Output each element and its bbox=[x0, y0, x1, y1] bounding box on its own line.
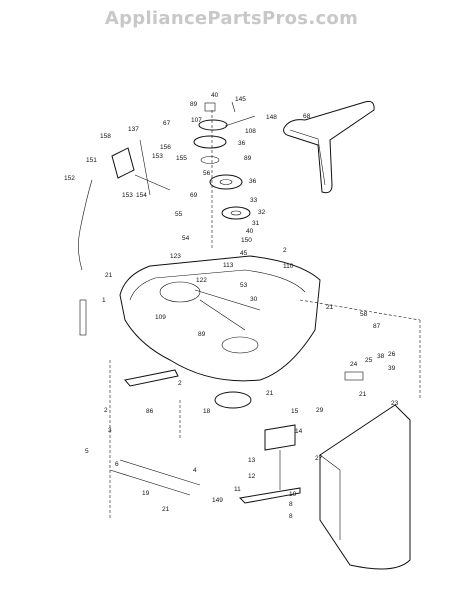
callout-154: 154 bbox=[136, 192, 147, 199]
callout-45: 45 bbox=[240, 250, 248, 257]
callout-10: 10 bbox=[289, 491, 297, 498]
callout-56: 56 bbox=[203, 170, 211, 177]
callout-39: 39 bbox=[388, 365, 396, 372]
callout-24: 24 bbox=[350, 361, 358, 368]
callout-12: 12 bbox=[248, 473, 256, 480]
callout-69: 69 bbox=[190, 192, 198, 199]
callout-labels: 40 145 89 148 107 108 68 67 137 158 36 1… bbox=[64, 92, 399, 520]
callout-89c: 89 bbox=[198, 331, 206, 338]
callout-153b: 153 bbox=[122, 192, 133, 199]
callout-149: 149 bbox=[212, 497, 223, 504]
callout-4: 4 bbox=[193, 467, 197, 474]
callout-29: 29 bbox=[316, 407, 324, 414]
callout-158: 158 bbox=[100, 133, 111, 140]
spindle-pulley-stack bbox=[193, 101, 256, 250]
callout-108: 108 bbox=[245, 128, 256, 135]
callout-137: 137 bbox=[128, 126, 139, 133]
callout-14: 14 bbox=[295, 428, 303, 435]
callout-2c: 2 bbox=[104, 407, 108, 414]
callout-89: 89 bbox=[190, 101, 198, 108]
callout-33: 33 bbox=[250, 197, 258, 204]
callout-6: 6 bbox=[115, 461, 119, 468]
callout-2b: 2 bbox=[178, 380, 182, 387]
callout-8b: 8 bbox=[289, 513, 293, 520]
callout-36b: 36 bbox=[249, 178, 257, 185]
callout-18: 18 bbox=[203, 408, 211, 415]
callout-5: 5 bbox=[85, 448, 89, 455]
callout-21a: 21 bbox=[105, 272, 113, 279]
callout-122: 122 bbox=[196, 277, 207, 284]
callout-21c: 21 bbox=[266, 390, 274, 397]
callout-107: 107 bbox=[191, 117, 202, 124]
callout-58: 58 bbox=[360, 311, 368, 318]
callout-54: 54 bbox=[182, 235, 190, 242]
callout-151: 151 bbox=[86, 157, 97, 164]
assembly-guide-lines bbox=[109, 299, 421, 520]
site-watermark: AppliancePartsPros.com bbox=[104, 8, 359, 29]
callout-3: 3 bbox=[108, 427, 112, 434]
callout-21e: 21 bbox=[162, 506, 170, 513]
callout-23: 23 bbox=[391, 400, 399, 407]
discharge-chute bbox=[319, 371, 411, 570]
callout-148: 148 bbox=[266, 114, 277, 121]
callout-26: 26 bbox=[388, 351, 396, 358]
callout-156: 156 bbox=[160, 144, 171, 151]
callout-113: 113 bbox=[223, 262, 234, 269]
callout-40: 40 bbox=[211, 92, 219, 99]
callout-150: 150 bbox=[241, 237, 252, 244]
callout-30: 30 bbox=[250, 296, 258, 303]
callout-19: 19 bbox=[142, 490, 150, 497]
callout-109: 109 bbox=[155, 314, 166, 321]
callout-53: 53 bbox=[240, 282, 248, 289]
mower-deck bbox=[119, 255, 321, 382]
callout-32: 32 bbox=[258, 209, 266, 216]
callout-55: 55 bbox=[175, 211, 183, 218]
callout-21d: 21 bbox=[359, 391, 367, 398]
callout-36a: 36 bbox=[238, 140, 246, 147]
callout-31: 31 bbox=[252, 220, 260, 227]
callout-155: 155 bbox=[176, 155, 187, 162]
callout-152: 152 bbox=[64, 175, 75, 182]
callout-8: 8 bbox=[289, 501, 293, 508]
callout-89b: 89 bbox=[244, 155, 252, 162]
callout-1: 1 bbox=[102, 297, 106, 304]
lift-linkage bbox=[78, 139, 171, 336]
callout-123: 123 bbox=[170, 253, 181, 260]
callout-21b: 21 bbox=[326, 304, 334, 311]
callout-11: 11 bbox=[234, 486, 241, 493]
callout-86: 86 bbox=[146, 408, 154, 415]
callout-68: 68 bbox=[303, 113, 311, 120]
callout-87: 87 bbox=[373, 323, 381, 330]
belt-drawing bbox=[283, 100, 375, 194]
callout-15: 15 bbox=[291, 408, 299, 415]
callout-25: 25 bbox=[365, 357, 373, 364]
callout-67: 67 bbox=[163, 120, 171, 127]
callout-40b: 40 bbox=[246, 228, 254, 235]
callout-2a: 2 bbox=[283, 247, 287, 254]
callout-13: 13 bbox=[248, 457, 256, 464]
callout-110: 110 bbox=[283, 263, 294, 270]
callout-153: 153 bbox=[152, 153, 163, 160]
callout-38: 38 bbox=[377, 353, 385, 360]
blade-assembly bbox=[109, 369, 301, 504]
callout-27: 27 bbox=[315, 455, 323, 462]
callout-145: 145 bbox=[235, 96, 246, 103]
